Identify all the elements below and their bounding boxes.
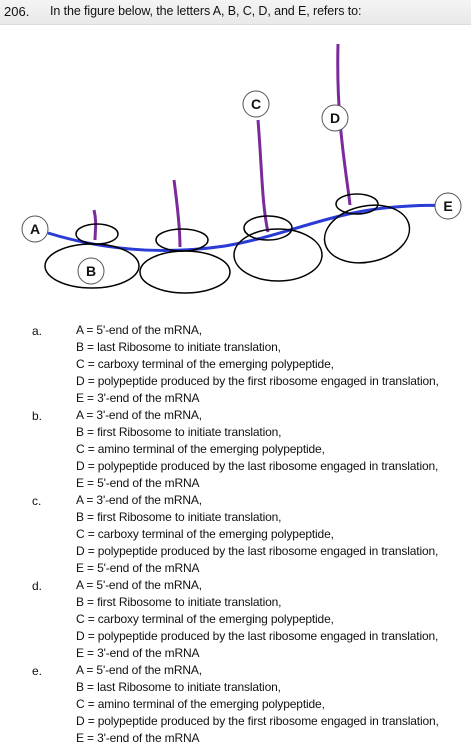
polypeptide-chain-2 — [172, 179, 182, 248]
label-C: C — [242, 90, 270, 118]
option-line: C = amino terminal of the emerging polyp… — [76, 442, 325, 456]
option-line: C = carboxy terminal of the emerging pol… — [76, 612, 334, 626]
polypeptide-chain-4-D — [336, 43, 352, 206]
option-line: C = carboxy terminal of the emerging pol… — [76, 357, 334, 371]
option-letter: b. — [32, 409, 43, 423]
question-text: In the figure below, the letters A, B, C… — [50, 4, 362, 18]
option-d[interactable]: d. A = 5'-end of the mRNA, B = first Rib… — [0, 577, 471, 662]
label-D: D — [321, 104, 349, 132]
option-line: A = 3'-end of the mRNA, — [76, 493, 202, 507]
option-line: D = polypeptide produced by the last rib… — [76, 629, 439, 643]
option-line: A = 3'-end of the mRNA, — [76, 408, 202, 422]
option-letter: d. — [32, 579, 43, 593]
option-line: E = 3'-end of the mRNA — [76, 391, 200, 405]
polysome-figure: A B C D E — [21, 43, 462, 294]
option-line: C = carboxy terminal of the emerging pol… — [76, 527, 334, 541]
option-line: A = 5'-end of the mRNA, — [76, 663, 202, 677]
large-subunit-2 — [139, 250, 231, 294]
small-subunit-3 — [243, 215, 293, 241]
option-line: A = 5'-end of the mRNA, — [76, 323, 202, 337]
svg-text:D: D — [330, 110, 340, 126]
polypeptide-chain-1 — [92, 209, 98, 241]
label-B: B — [77, 257, 105, 285]
option-letter: e. — [32, 664, 43, 678]
option-line: E = 3'-end of the mRNA — [76, 646, 200, 660]
question-header: 206. In the figure below, the letters A,… — [0, 0, 471, 25]
svg-text:C: C — [251, 96, 261, 112]
svg-text:B: B — [86, 263, 96, 279]
option-e[interactable]: e. A = 5'-end of the mRNA, B = last Ribo… — [0, 662, 471, 747]
label-A: A — [21, 215, 49, 243]
option-line: B = last Ribosome to initiate translatio… — [76, 680, 281, 694]
small-subunit-2 — [155, 228, 209, 252]
option-line: D = polypeptide produced by the first ri… — [76, 714, 439, 728]
question-number: 206. — [4, 4, 30, 19]
option-line: E = 5'-end of the mRNA — [76, 476, 200, 490]
option-line: D = polypeptide produced by the last rib… — [76, 544, 439, 558]
option-b[interactable]: b. A = 3'-end of the mRNA, B = first Rib… — [0, 407, 471, 492]
option-letter: c. — [32, 494, 42, 508]
option-letter: a. — [32, 324, 43, 338]
svg-text:E: E — [443, 198, 452, 214]
option-line: C = amino terminal of the emerging polyp… — [76, 697, 325, 711]
small-subunit-4 — [335, 193, 379, 215]
option-line: B = last Ribosome to initiate translatio… — [76, 340, 281, 354]
polypeptide-chain-3-C — [256, 119, 270, 233]
option-line: A = 5'-end of the mRNA, — [76, 578, 202, 592]
option-line: D = polypeptide produced by the last rib… — [76, 459, 439, 473]
mrna-strand — [47, 203, 449, 252]
option-line: D = polypeptide produced by the first ri… — [76, 374, 439, 388]
option-line: B = first Ribosome to initiate translati… — [76, 595, 282, 609]
large-subunit-1 — [44, 243, 140, 289]
svg-text:A: A — [30, 221, 40, 237]
option-line: E = 5'-end of the mRNA — [76, 561, 200, 575]
option-line: B = first Ribosome to initiate translati… — [76, 425, 282, 439]
option-line: B = first Ribosome to initiate translati… — [76, 510, 282, 524]
answer-options: a. A = 5'-end of the mRNA, B = last Ribo… — [0, 322, 471, 747]
option-line: E = 3'-end of the mRNA — [76, 731, 200, 745]
option-a[interactable]: a. A = 5'-end of the mRNA, B = last Ribo… — [0, 322, 471, 407]
large-subunit-3 — [233, 228, 323, 282]
label-E: E — [434, 192, 462, 220]
large-subunit-4 — [323, 204, 411, 264]
option-c[interactable]: c. A = 3'-end of the mRNA, B = first Rib… — [0, 492, 471, 577]
